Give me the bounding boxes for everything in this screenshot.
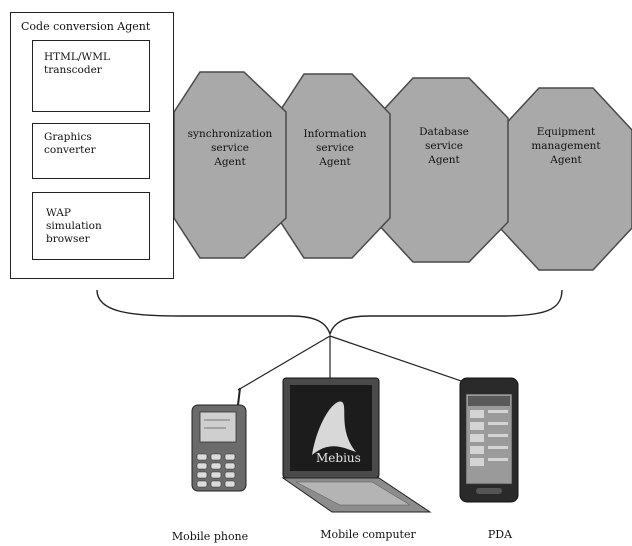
html-wml-transcoder-label: HTML/WML transcoder — [44, 51, 110, 76]
wap-simulation-browser-label: WAP simulation browser — [46, 207, 102, 245]
database-agent-label: Database service Agent — [419, 126, 469, 166]
code-conversion-agent-title: Code conversion Agent — [21, 20, 151, 33]
octagon-equipment — [499, 87, 632, 271]
graphics-converter-label: Graphics converter — [44, 131, 96, 156]
octagon-database — [375, 77, 509, 263]
html-wml-transcoder-box — [32, 40, 150, 112]
equipment-agent-label: Equipment management Agent — [531, 126, 601, 166]
octagon-synchronization — [173, 71, 287, 259]
laptop-icon — [281, 377, 432, 513]
mobile-phone-label: Mobile phone — [171, 530, 249, 543]
pda-label: PDA — [487, 528, 513, 541]
brace-connector — [96, 289, 563, 337]
wap-simulation-browser-box — [32, 192, 150, 260]
line-to-pda — [329, 335, 471, 385]
graphics-converter-box — [32, 123, 150, 179]
information-agent-label: Information service Agent — [303, 128, 367, 168]
mobile-computer-label: Mobile computer — [320, 528, 416, 541]
line-to-phone — [237, 335, 331, 391]
mobile-phone-icon — [191, 387, 247, 492]
pda-icon — [459, 377, 519, 503]
laptop-screen-text: Mebius — [316, 451, 361, 465]
synchronization-agent-label: synchronization service Agent — [187, 128, 273, 168]
